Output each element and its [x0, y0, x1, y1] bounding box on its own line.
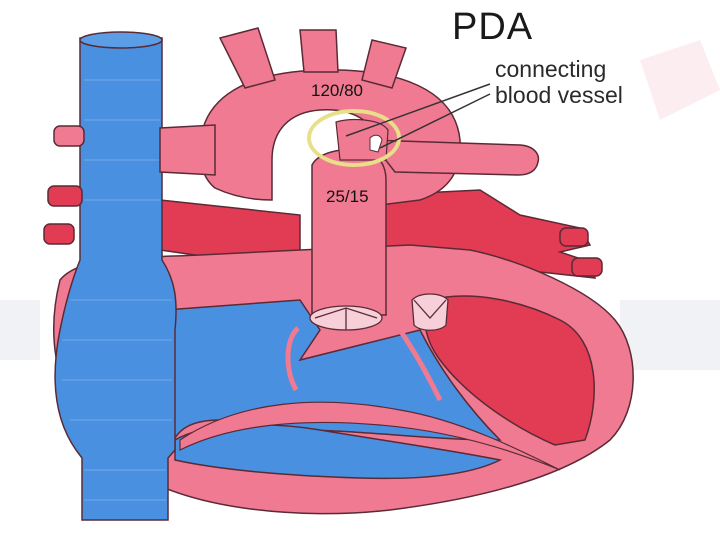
brachiocephalic-artery: [218, 27, 276, 89]
background-texture: [0, 40, 720, 370]
ductus-opening: [369, 134, 383, 153]
vein-stub: [571, 257, 603, 277]
subclavian-artery: [361, 39, 407, 89]
diagram-title: PDA: [452, 6, 534, 48]
pointer-line: [379, 93, 491, 149]
pulmonary-vein-stub: [47, 185, 83, 207]
aortic-pressure-label: 120/80: [311, 81, 363, 100]
left-ventricle: [424, 295, 595, 446]
left-carotid-artery: [299, 29, 339, 73]
pointer-line: [345, 83, 491, 137]
septum-swoosh: [179, 401, 561, 471]
blood-vessel-label: blood vessel: [495, 82, 623, 108]
pulmonary-trunk: [311, 148, 387, 316]
aorta-left-branch: [159, 124, 216, 176]
chordae: [285, 326, 300, 392]
pulmonary-artery-stub: [53, 125, 85, 147]
aortic-valve: [411, 293, 449, 331]
vein-stub: [559, 227, 589, 247]
pulmonary-valve: [309, 305, 383, 331]
pulmonary-pressure-label: 25/15: [326, 187, 369, 206]
connecting-label: connecting: [495, 56, 607, 82]
descending-aorta: [368, 139, 540, 176]
pulmonary-vein-stub: [43, 223, 75, 245]
vena-cava-texture: [62, 79, 172, 501]
vena-cava-top: [79, 31, 163, 49]
chordae: [397, 328, 443, 402]
vena-cava: [54, 37, 177, 521]
